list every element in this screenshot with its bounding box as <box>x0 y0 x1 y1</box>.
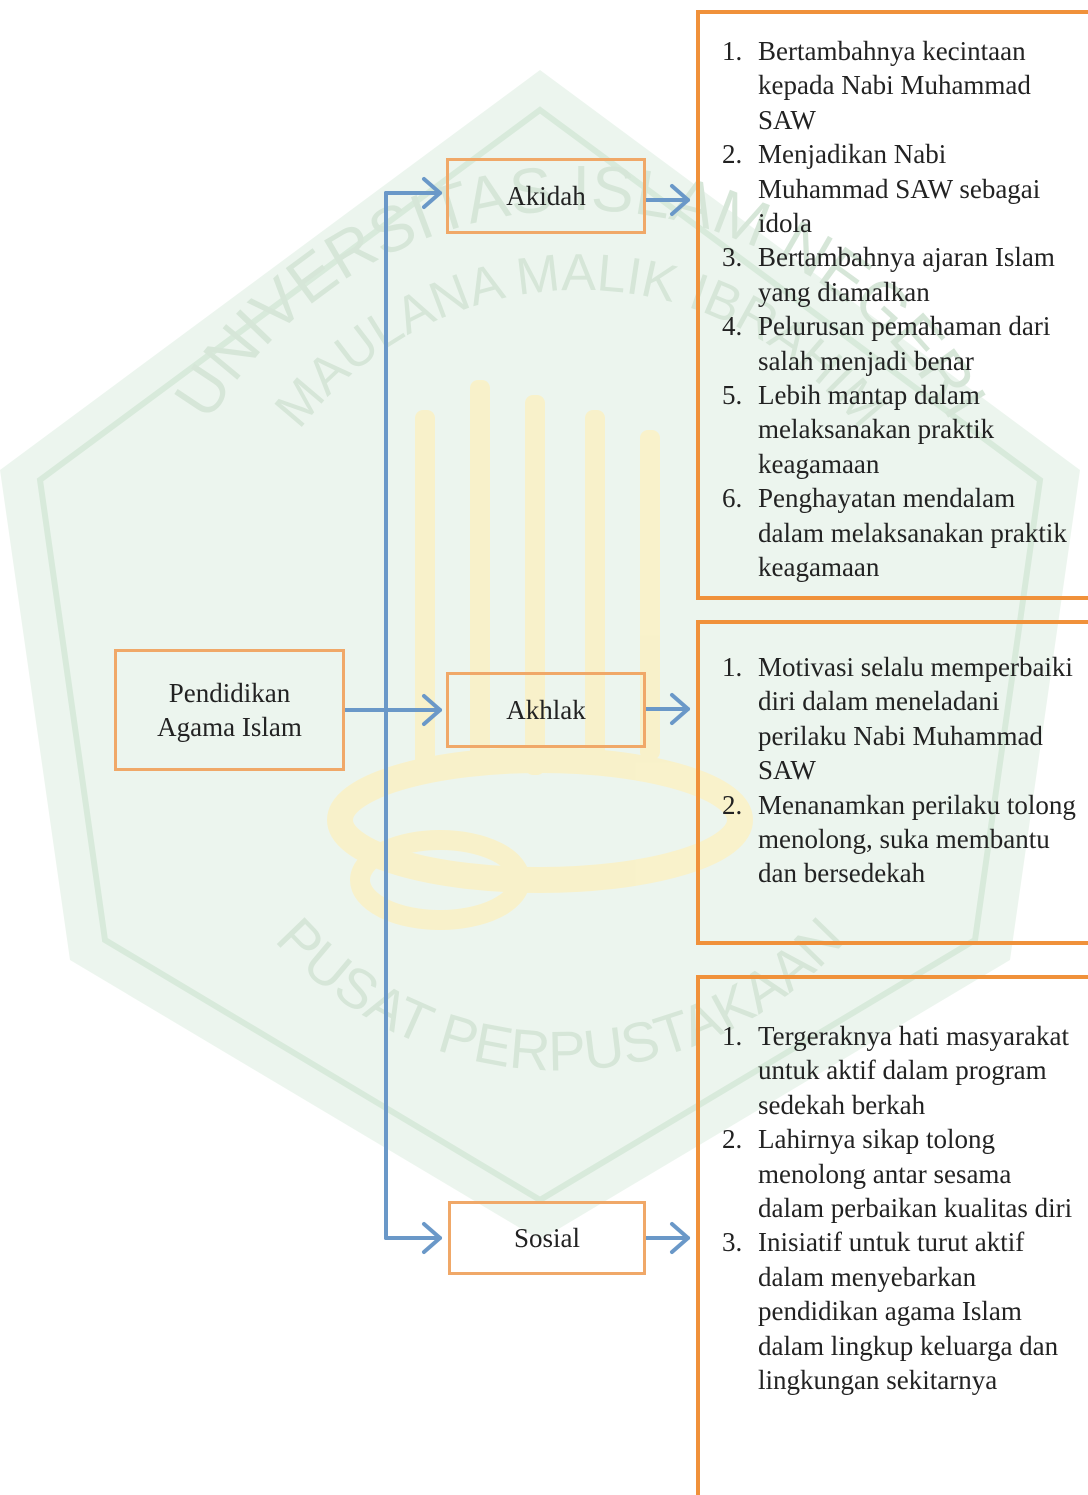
branch-label-akhlak: Akhlak <box>506 695 586 725</box>
branch-label-akidah: Akidah <box>506 181 586 211</box>
branch-node-akhlak: Akhlak <box>446 672 646 748</box>
list-item: 2.Lahirnya sikap tolong menolong antar s… <box>722 1124 1073 1224</box>
list-item: 2.Menjadikan Nabi Muhammad SAW sebagai i… <box>722 139 1041 239</box>
detail-box-akhlak: 1.Motivasi selalu memperbaiki diri dalam… <box>696 620 1088 945</box>
list-item: 1.Tergeraknya hati masyarakat untuk akti… <box>722 1021 1069 1120</box>
branch-node-sosial: Sosial <box>448 1201 646 1275</box>
list-item: 5.Lebih mantap dalam melaksanakan prakti… <box>722 380 995 479</box>
list-item: 1.Bertambahnya kecintaan kepada Nabi Muh… <box>722 36 1031 135</box>
list-item: 6.Penghayatan mendalam dalam melaksanaka… <box>722 483 1067 583</box>
detail-box-akidah: 1.Bertambahnya kecintaan kepada Nabi Muh… <box>696 10 1088 600</box>
list-item: 3.Inisiatif untuk turut aktif dalam meny… <box>722 1227 1059 1396</box>
list-item: 2.Menanamkan perilaku tolong menolong, s… <box>722 789 1076 889</box>
root-label-line2: Agama Islam <box>157 712 302 742</box>
root-node-pendidikan-agama-islam: Pendidikan Agama Islam <box>114 649 345 771</box>
detail-box-sosial: 1.Tergeraknya hati masyarakat untuk akti… <box>696 975 1088 1495</box>
list-item: 3.Bertambahnya ajaran Islam yang diamalk… <box>722 242 1055 307</box>
branch-label-sosial: Sosial <box>513 1223 580 1253</box>
list-item: 4.Pelurusan pemahaman dari salah menjadi… <box>722 311 1051 376</box>
list-item: 1.Motivasi selalu memperbaiki diri dalam… <box>722 652 1073 786</box>
root-label-line1: Pendidikan <box>168 678 291 708</box>
branch-node-akidah: Akidah <box>446 158 646 234</box>
